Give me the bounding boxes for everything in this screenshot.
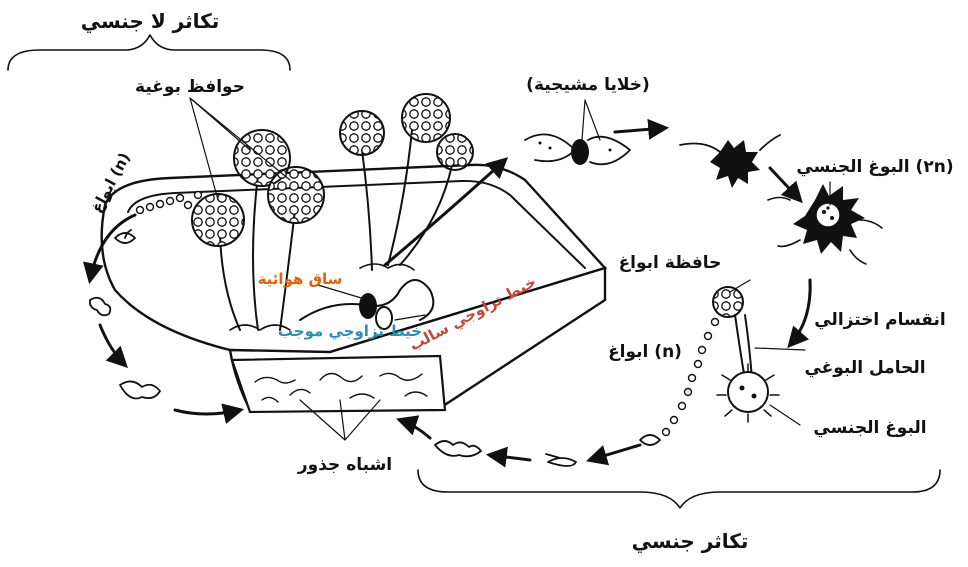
gametangia-cells [525,134,630,165]
stolon-hypha-label: خيط تزاوجي موجب [278,322,422,340]
rhizoids-label: اشباه جذور [297,455,392,475]
zygospore-forming [680,135,780,188]
gametangia-label: (خلايا مشيجية) [526,75,650,95]
zygospore-2n-label: البوغ الجنسي (٢n) [796,157,953,177]
sporangium [340,111,384,155]
aerial-hypha-label: ساق هوائية [258,270,343,288]
sporangium [402,94,450,142]
sporangiophore-label: الحامل البوغي [804,358,925,378]
asexual-brace [8,35,290,70]
sexual-brace [418,470,940,508]
asexual-reproduction-label: تكاثر لا جنسي [81,9,220,34]
zygospore-2n [768,184,882,264]
sexual-reproduction-label: تكاثر جنسي [632,529,749,554]
zygospore-bottom-label: البوغ الجنسي [813,418,926,438]
sporangium-right-label: حافظة ابواغ [619,253,722,273]
sexual-sporangium [713,287,779,422]
spores-n-right-label: ابواغ (n) [608,342,682,362]
meiosis-label: انقسام اختزالي [814,310,946,330]
sporangium [268,167,324,223]
sporangium [192,194,244,246]
sporangium [437,134,473,170]
sporangia-label: حوافظ بوغية [135,77,245,97]
